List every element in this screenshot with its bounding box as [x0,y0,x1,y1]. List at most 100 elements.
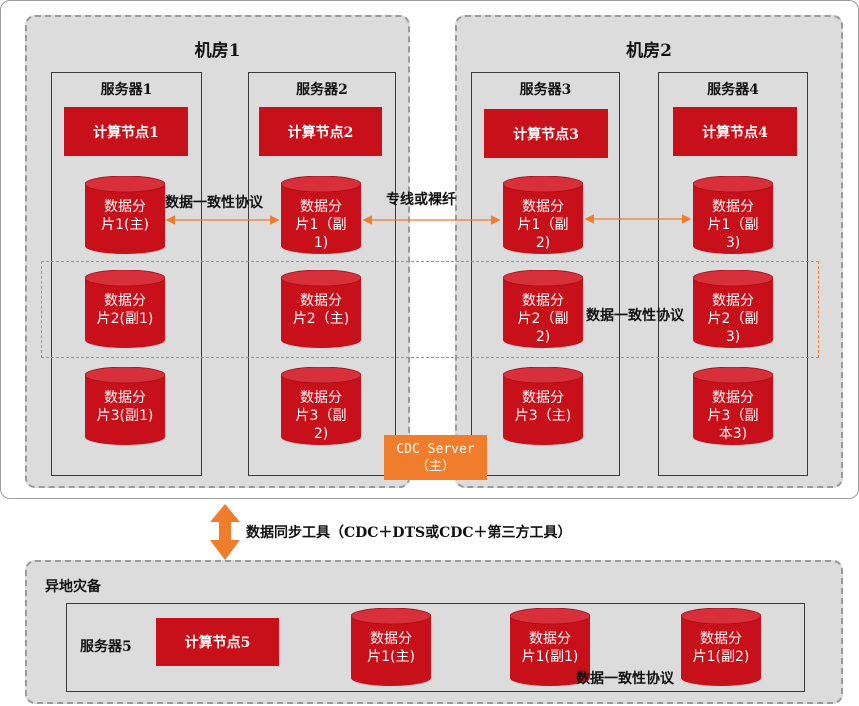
shard-label-line: 数据分 [104,199,146,215]
cdc-server-box: CDC Server （主） [384,435,487,480]
shard-label: 数据分片1(副1) [510,630,590,666]
cylinder-shape [85,176,165,254]
shard-label: 数据分片2（副 2) [503,292,583,346]
compute-node-3: 计算节点3 [484,109,608,158]
shard-label-line: 片2（副 [517,311,569,327]
cylinder-shape [693,176,773,254]
server-5-label: 服务器5 [80,639,132,655]
shard-label-line: 片2(副1) [96,311,154,327]
cylinder-shape [503,367,583,445]
server-3-label: 服务器3 [519,82,572,98]
shard-label-line: 数据分 [522,390,564,406]
shard-1-primary-s5: 数据分片1(主) [351,608,431,686]
cylinder-shape [281,176,361,254]
line-label: 专线或裸纤 [386,192,456,208]
shard-1-primary-s1: 数据分片1(主) [85,176,165,254]
shard-label: 数据分片2(副1) [85,292,165,328]
compute-node-2: 计算节点2 [259,107,382,156]
shard-2-primary-s2: 数据分片2（主) [281,270,361,348]
shard-label-line: 数据分 [712,390,754,406]
shard-label-line: 片3（副 [707,408,759,424]
shard-label: 数据分片1（副 1) [281,198,361,252]
shard-label-line: 数据分 [522,293,564,309]
shard-label-line: 片1(主) [367,649,415,665]
cdc-server-role: （主） [415,458,455,474]
shard-label-line: 片2（主) [292,311,350,327]
shard-label-line: 片3（主) [514,408,572,424]
sync-double-arrow [210,504,240,560]
shard-label-line: 数据分 [700,631,742,647]
cylinder-shape [503,176,583,254]
shard-label: 数据分片2（主) [281,292,361,328]
shard-label-line: 片2（副 [707,311,759,327]
shard-label-line: 本3) [718,426,748,442]
compute-node-5: 计算节点5 [156,618,279,666]
consistency-label-bottom: 数据一致性协议 [576,671,674,687]
shard-label-line: 数据分 [712,199,754,215]
shard-label-line: 片1(副2) [692,649,750,665]
cylinder-shape [681,608,761,686]
shard-label: 数据分片1(主) [85,198,165,234]
shard-label: 数据分片2（副 3) [693,292,773,346]
shard-label-line: 片1（副 [295,217,347,233]
compute-node-4: 计算节点4 [673,107,797,156]
shard-label-line: 片3(副1) [96,408,154,424]
shard-label: 数据分片1（副 2) [503,198,583,252]
shard-1-replica1-s5: 数据分片1(副1) [510,608,590,686]
shard-3-replica-s2: 数据分片3（副 2) [281,367,361,445]
cylinder-shape [281,367,361,445]
cylinder-shape [281,270,361,348]
shard-label-line: 数据分 [712,293,754,309]
room-1-title: 机房1 [194,41,241,61]
shard-label-line: 2) [535,329,551,345]
cylinder-shape [693,367,773,445]
shard-label-line: 数据分 [522,199,564,215]
shard-label: 数据分片3（副 2) [281,389,361,443]
shard-label: 数据分片1(副2) [681,630,761,666]
consistency-label-top: 数据一致性协议 [165,195,263,211]
shard-label-line: 片1（副 [517,217,569,233]
shard-label-line: 数据分 [104,293,146,309]
shard-3-replica-s4: 数据分片3（副本3) [693,367,773,445]
shard-3-replica-s1: 数据分片3(副1) [85,367,165,445]
shard-label-line: 数据分 [300,199,342,215]
shard-label-line: 片1(主) [101,217,149,233]
shard-2-replica-s4: 数据分片2（副 3) [693,270,773,348]
sync-tool-label: 数据同步工具（CDC＋DTS或CDC＋第三方工具） [246,525,572,541]
cylinder-shape [85,367,165,445]
shard-label-line: 片3（副 [295,408,347,424]
shard-1-replica-s3: 数据分片1（副 2) [503,176,583,254]
consistency-label-mid: 数据一致性协议 [586,308,684,324]
cylinder-shape [351,608,431,686]
cylinder-shape [85,270,165,348]
shard-label-line: 数据分 [300,390,342,406]
cylinder-shape [693,270,773,348]
server-2-label: 服务器2 [296,82,348,98]
shard-label: 数据分片1（副 3) [693,198,773,252]
cylinder-shape [510,608,590,686]
shard-label-line: 3) [725,329,741,345]
shard-label-line: 片1（副 [707,217,759,233]
shard-label-line: 3) [725,235,741,251]
shard-label-line: 数据分 [104,390,146,406]
shard-label-line: 数据分 [300,293,342,309]
shard-1-replica-s4: 数据分片1（副 3) [693,176,773,254]
compute-node-1: 计算节点1 [64,107,188,156]
shard-label-line: 片1(副1) [521,649,579,665]
cdc-server-label: CDC Server [396,441,475,457]
shard-label-line: 1) [313,235,329,251]
shard-2-replica-s3: 数据分片2（副 2) [503,270,583,348]
cylinder-shape [503,270,583,348]
shard-label-line: 数据分 [529,631,571,647]
shard-3-primary-s3: 数据分片3（主) [503,367,583,445]
dr-title: 异地灾备 [45,579,101,595]
server-1-label: 服务器1 [100,82,153,98]
shard-label: 数据分片3（主) [503,389,583,425]
shard-label-line: 2) [313,426,329,442]
server-4-label: 服务器4 [707,82,759,98]
shard-label: 数据分片3（副本3) [693,389,773,443]
shard-label-line: 2) [535,235,551,251]
shard-2-replica-s1: 数据分片2(副1) [85,270,165,348]
shard2-group-band [41,261,819,358]
shard-label: 数据分片3(副1) [85,389,165,425]
